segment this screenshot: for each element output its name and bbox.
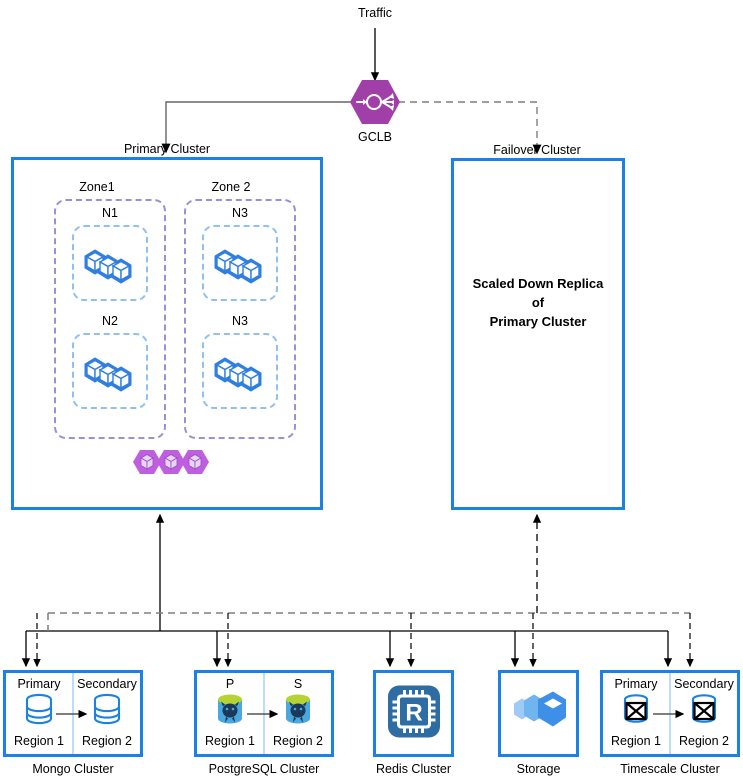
mongo-secondary-title: Secondary <box>77 677 137 691</box>
failover-body-line-1: Scaled Down Replica <box>472 276 604 291</box>
failover-cluster-box[interactable]: Scaled Down Replica of Primary Cluster <box>451 158 625 510</box>
postgres-primary-cell[interactable]: P Reg <box>197 673 265 754</box>
load-balancer-icon <box>350 80 400 124</box>
mongo-database-icon <box>25 693 53 724</box>
node-n3b-box[interactable] <box>202 333 278 409</box>
extra-pods-group <box>133 448 209 484</box>
timescale-cluster-caption: Timescale Cluster <box>620 762 720 776</box>
postgres-primary-icon-wrap <box>212 691 248 732</box>
mongo-secondary-region: Region 2 <box>81 734 133 748</box>
failover-body-line-2: of <box>531 294 545 310</box>
zone2-box[interactable] <box>184 199 296 439</box>
postgres-primary-region: Region 1 <box>204 734 256 748</box>
mongo-cluster-caption: Mongo Cluster <box>32 762 114 776</box>
primary-cluster-label: Primary Cluster <box>123 142 211 156</box>
timescale-secondary-region: Region 2 <box>678 734 730 748</box>
postgres-secondary-cell[interactable]: S Reg <box>265 673 331 754</box>
node-n3a-box[interactable] <box>202 225 278 301</box>
mongo-database-icon <box>93 693 121 724</box>
zone1-box[interactable] <box>54 199 166 439</box>
postgres-secondary-region: Region 2 <box>272 734 324 748</box>
primary-cluster-box[interactable]: Zone1 N1 <box>11 157 323 510</box>
postgres-primary-title: P <box>225 677 235 691</box>
storage-boxes-icon <box>513 691 566 726</box>
mongo-primary-region: Region 1 <box>13 734 65 748</box>
postgres-database-icon <box>218 694 242 723</box>
postgres-database-icon <box>286 694 310 723</box>
pod-cubes-icon <box>84 357 132 392</box>
timescale-database-icon <box>623 693 649 723</box>
mongo-cluster-box[interactable]: Primary Region 1 Secondary <box>3 670 143 757</box>
mongo-secondary-cell[interactable]: Secondary Region 2 <box>74 673 140 754</box>
postgres-secondary-icon-wrap <box>280 691 316 732</box>
redis-cell[interactable]: R <box>376 673 451 754</box>
failover-body-text: Scaled Down Replica of Primary Cluster <box>454 275 622 332</box>
pod-cubes-icon <box>214 357 262 392</box>
node-n2-box[interactable] <box>72 333 148 409</box>
failover-body-line-3: Primary Cluster <box>489 313 587 329</box>
pod-cubes-icon <box>214 249 262 284</box>
redis-cluster-box[interactable]: R <box>373 670 454 757</box>
redis-cluster-caption: Redis Cluster <box>375 762 452 776</box>
timescale-primary-region: Region 1 <box>610 734 662 748</box>
mongo-secondary-icon-wrap <box>89 692 125 731</box>
storage-cell[interactable] <box>501 673 576 754</box>
node-n2-label: N2 <box>102 314 118 328</box>
mongo-primary-icon-wrap <box>21 692 57 731</box>
pod-hexagons-icon <box>133 450 209 474</box>
storage-caption: Storage <box>516 762 561 776</box>
redis-icon-wrap: R <box>386 683 442 744</box>
node-n1-box[interactable] <box>72 225 148 301</box>
pod-cubes-icon <box>84 249 132 284</box>
redis-icon: R <box>387 685 440 737</box>
mongo-primary-title: Primary <box>17 677 61 691</box>
svg-text:R: R <box>405 699 422 726</box>
timescale-primary-title: Primary <box>614 677 658 691</box>
failover-cluster-label: Failover Cluster <box>493 143 581 157</box>
postgres-cluster-box[interactable]: P Reg <box>194 670 334 757</box>
traffic-label: Traffic <box>357 6 393 20</box>
timescale-secondary-title: Secondary <box>674 677 734 691</box>
zone2-label: Zone 2 <box>211 180 251 194</box>
node-n1-label: N1 <box>102 206 118 220</box>
zone1-label: Zone1 <box>79 180 115 194</box>
mongo-primary-cell[interactable]: Primary Region 1 <box>6 673 74 754</box>
node-n3a-label: N3 <box>232 206 248 220</box>
timescale-secondary-icon-wrap <box>686 692 722 731</box>
gclb-node[interactable] <box>349 78 401 126</box>
postgres-secondary-title: S <box>293 677 303 691</box>
timescale-primary-cell[interactable]: Primary Region 1 <box>603 673 671 754</box>
storage-icon-wrap <box>510 687 568 740</box>
gclb-label: GCLB <box>357 130 393 144</box>
timescale-secondary-cell[interactable]: Secondary Region 2 <box>671 673 737 754</box>
timescale-database-icon <box>691 693 717 723</box>
timescale-cluster-box[interactable]: Primary Region 1 Secondary <box>600 670 740 757</box>
storage-box[interactable] <box>498 670 579 757</box>
postgres-cluster-caption: PostgreSQL Cluster <box>208 762 320 776</box>
node-n3b-label: N3 <box>232 314 248 328</box>
timescale-primary-icon-wrap <box>618 692 654 731</box>
